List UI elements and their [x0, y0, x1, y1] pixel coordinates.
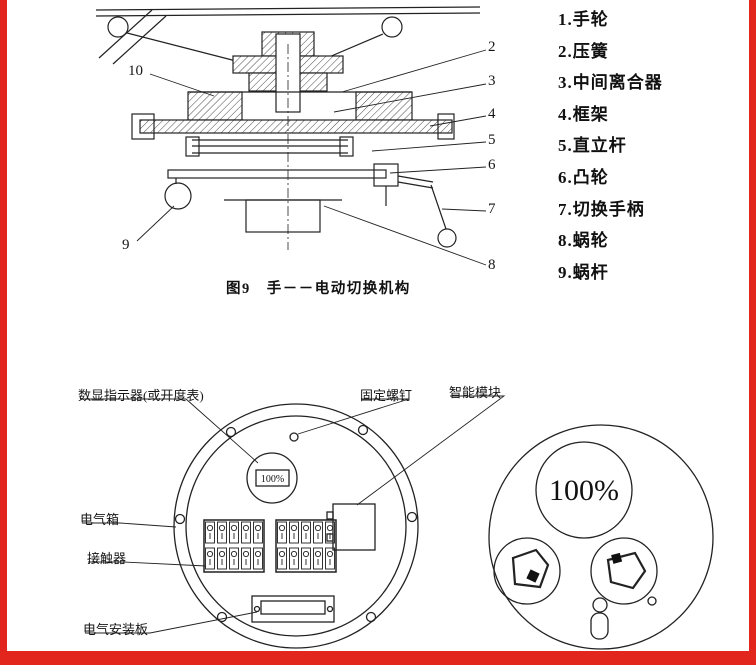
label-smart-module: 智能模块	[449, 385, 502, 400]
label-electrical-box: 电气箱	[80, 512, 120, 527]
right-red-border	[749, 0, 756, 665]
callout-4: 4	[488, 106, 496, 122]
label-digital-display: 数显指示器(或开度表)	[78, 388, 204, 403]
legend-item-9: 9.蜗杆	[558, 262, 609, 282]
label-mounting-plate: 电气安装板	[83, 622, 149, 637]
legend-item-6: 6.凸轮	[558, 167, 609, 187]
indicator-display-value: 100%	[549, 474, 619, 507]
callout-5: 5	[488, 132, 496, 148]
callout-9: 9	[122, 237, 130, 253]
callout-6: 6	[488, 157, 496, 173]
legend-item-7: 7.切换手柄	[558, 199, 645, 219]
callout-3: 3	[488, 73, 496, 89]
rod-and-cam-section	[164, 163, 399, 210]
electrical-box-leader-lines	[80, 395, 506, 634]
handwheel-section	[95, 6, 481, 65]
figure9-leader-lines	[136, 49, 487, 266]
left-cam-window	[493, 537, 561, 605]
box-inner-wall	[185, 415, 407, 637]
callout-7: 7	[488, 201, 496, 217]
switch-handle-section	[397, 175, 457, 248]
legend-item-3: 3.中间离合器	[558, 73, 663, 93]
legend-item-1: 1.手轮	[558, 10, 609, 29]
box-display-value: 100%	[261, 474, 284, 485]
electrical-box-drawing	[173, 403, 419, 649]
label-contactor: 接触器	[87, 551, 127, 566]
figure9-caption: 图9 手－－电动切换机构	[226, 281, 411, 297]
position-indicator-drawing	[488, 424, 714, 650]
fixing-screw	[289, 432, 299, 442]
smart-module	[326, 503, 376, 551]
figure9-drawing	[95, 6, 481, 250]
legend-item-8: 8.蜗轮	[558, 231, 609, 251]
figure9-legend: 1.手轮 2.压簧 3.中间离合器 4.框架 5.直立杆 6.凸轮 7.切换手柄…	[558, 4, 663, 288]
indicator-dial-circle	[535, 441, 633, 539]
flange-bolt-holes	[174, 424, 418, 623]
right-cam-window	[590, 537, 658, 605]
clutch-section	[185, 136, 354, 157]
bottom-red-border	[0, 651, 756, 665]
legend-item-4: 4.框架	[558, 104, 609, 124]
legend-item-5: 5.直立杆	[558, 136, 627, 156]
box-outer-flange	[173, 403, 419, 649]
callout-8: 8	[488, 257, 496, 273]
worm-housing-section	[224, 199, 342, 233]
indicator-outer-circle	[488, 424, 714, 650]
legend-item-2: 2.压簧	[558, 41, 609, 61]
mounting-plate	[251, 595, 335, 623]
callout-2: 2	[488, 39, 496, 55]
left-red-border	[0, 0, 7, 665]
digital-display-indicator	[246, 452, 298, 504]
contactor-terminal-blocks	[203, 519, 337, 573]
indicator-small-parts	[590, 596, 657, 640]
label-fixing-screw: 固定螺钉	[360, 388, 413, 403]
callout-10: 10	[128, 63, 143, 79]
